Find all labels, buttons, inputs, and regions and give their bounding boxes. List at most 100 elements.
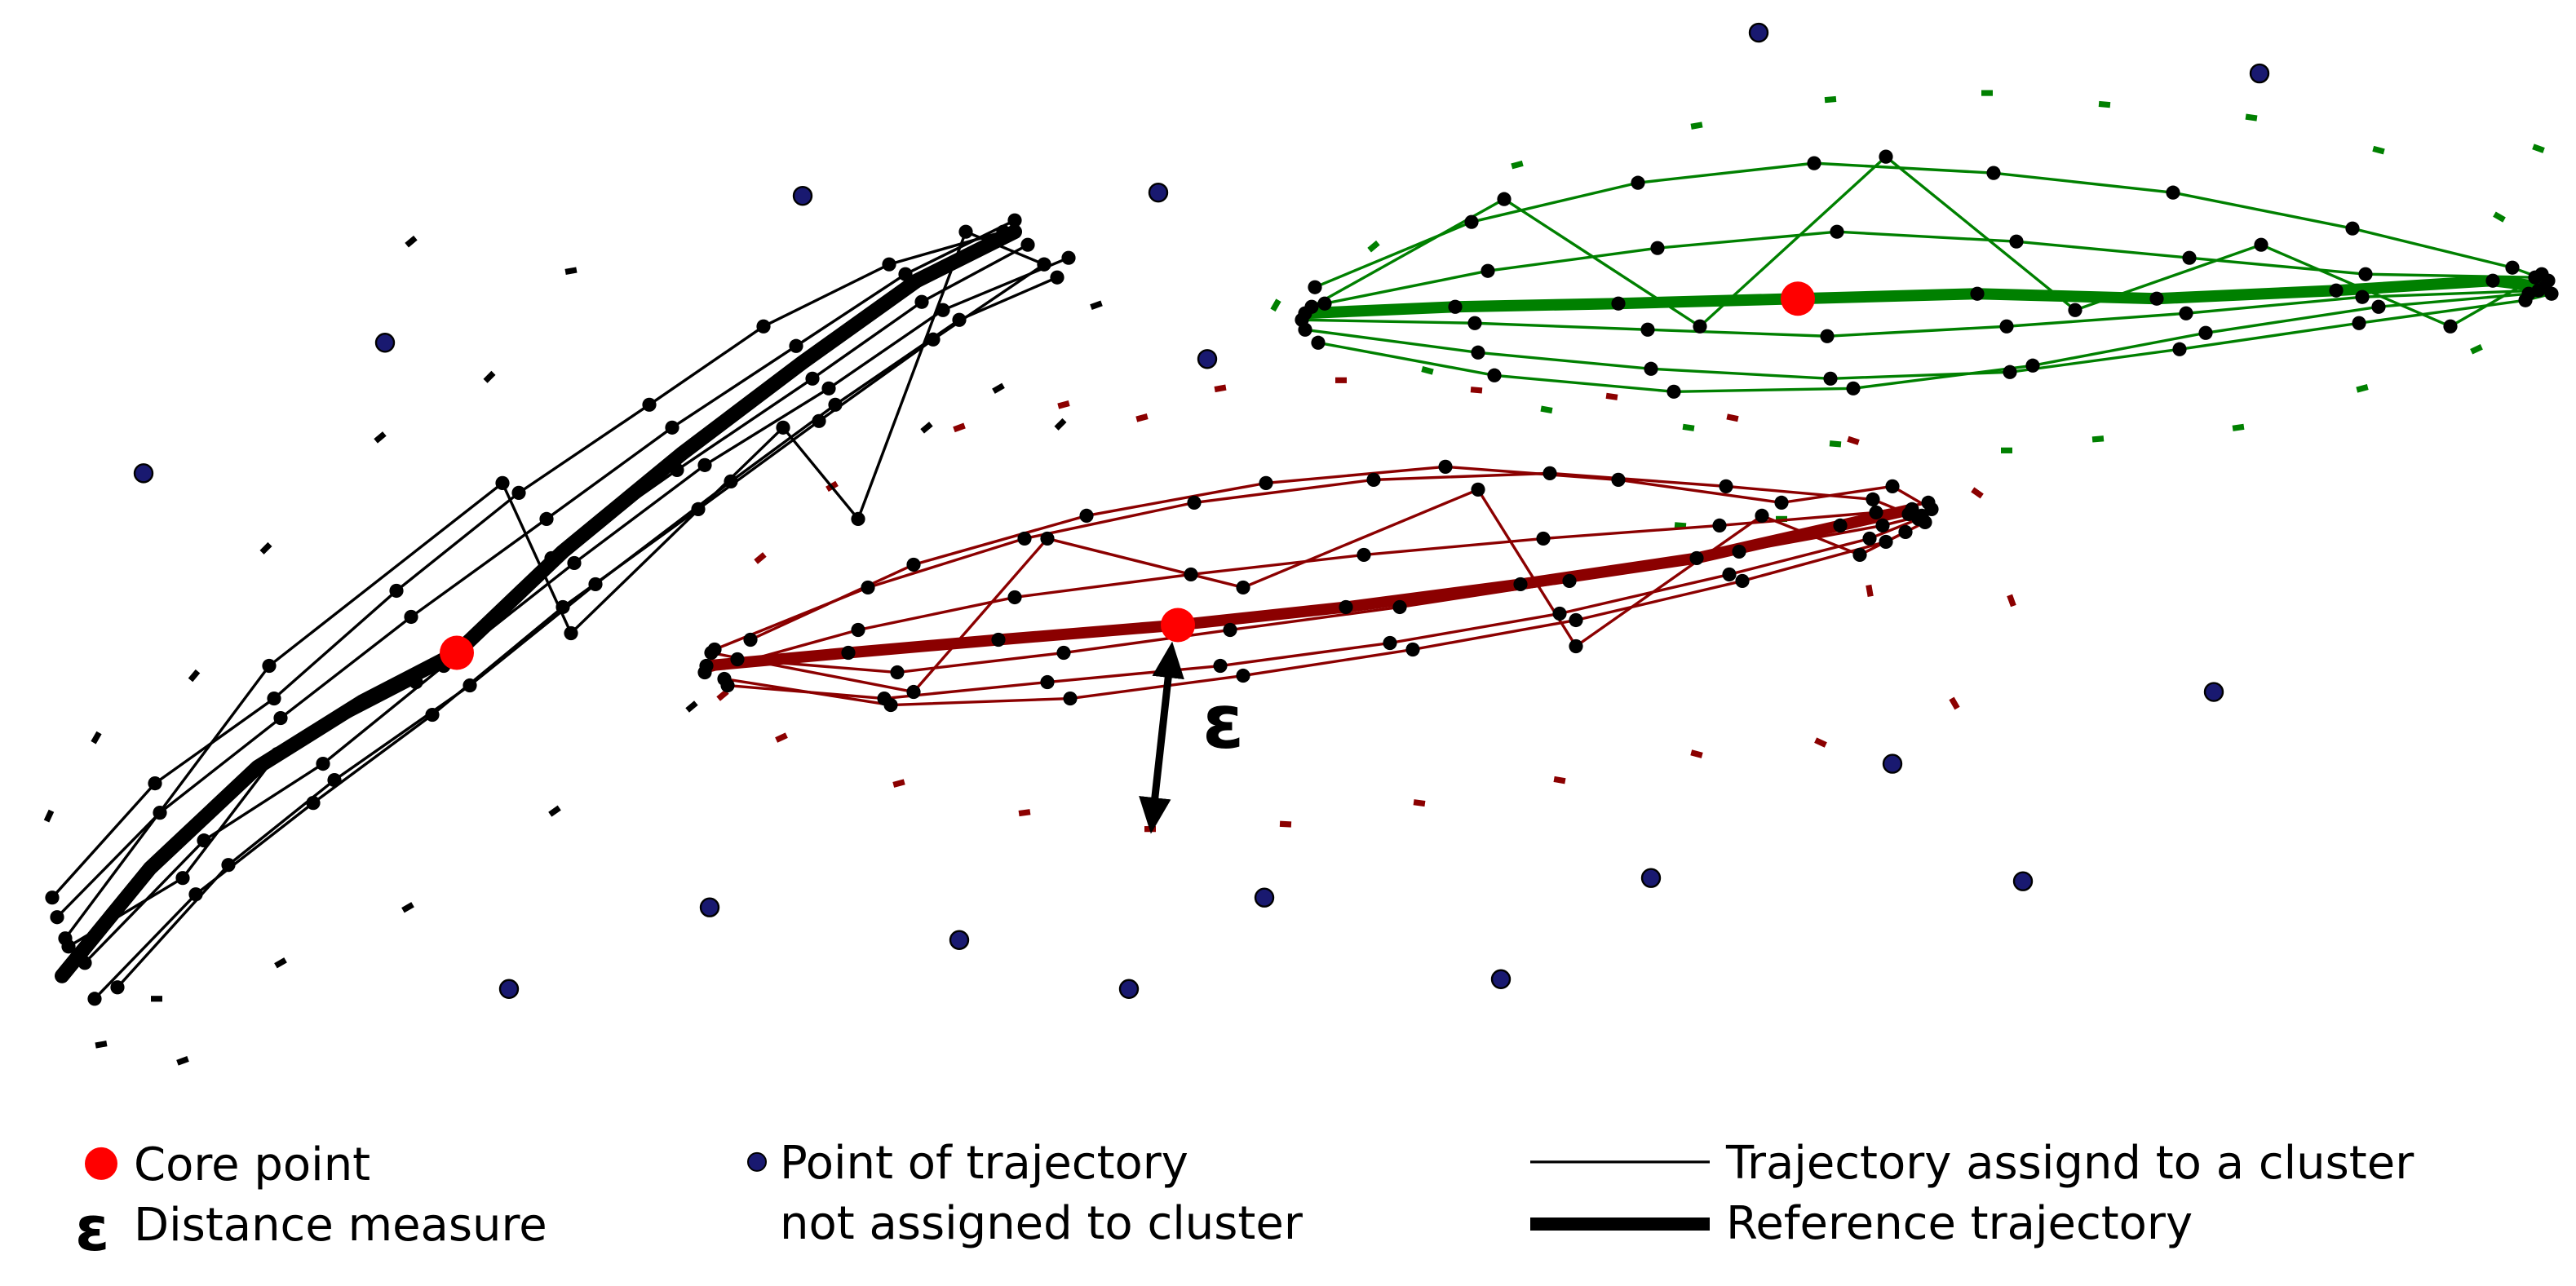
- dash-mark: [1214, 384, 1227, 393]
- trajectory-point: [2538, 280, 2552, 294]
- dash-mark: [1421, 365, 1434, 375]
- trajectory-point: [327, 773, 342, 788]
- trajectory-point: [841, 645, 856, 661]
- dash-mark: [1135, 413, 1149, 422]
- trajectory-point: [724, 474, 738, 488]
- dash-mark: [1335, 377, 1347, 383]
- trajectory-point: [1666, 384, 1681, 399]
- dash-mark: [1057, 400, 1070, 409]
- core-point-black: [440, 635, 474, 670]
- trajectory-point: [1543, 466, 1557, 480]
- trajectory-point: [221, 858, 236, 873]
- dash-mark: [1981, 90, 1993, 96]
- legend-noise-label-line2: not assigned to cluster: [780, 1197, 1303, 1250]
- trajectory-point: [2358, 267, 2373, 281]
- trajectory-point: [776, 420, 790, 435]
- trajectory-point: [1833, 518, 1848, 533]
- trajectory-point: [2179, 306, 2193, 320]
- dash-mark: [1829, 440, 1842, 448]
- dash-mark: [1971, 487, 1984, 499]
- trajectory-point: [1079, 508, 1094, 524]
- trajectory-point: [882, 257, 896, 272]
- trajectory-point: [50, 910, 64, 925]
- trajectory-point: [1007, 224, 1022, 239]
- trajectory-point: [1722, 567, 1737, 582]
- trajectory-point: [890, 665, 905, 680]
- noise-point: [1640, 868, 1662, 888]
- trajectory-point: [1464, 214, 1479, 229]
- trajectory-point: [952, 312, 967, 327]
- trajectory-point: [1862, 531, 1877, 546]
- trajectory-point: [316, 756, 330, 771]
- trajectory-point: [883, 697, 898, 713]
- trajectory-point: [1471, 482, 1485, 497]
- trajectory-line-green: [1317, 292, 2530, 394]
- noise-point: [1197, 349, 1218, 369]
- trajectory-point: [1852, 547, 1867, 563]
- trajectory-point: [1732, 544, 1746, 559]
- trajectory-point: [1007, 590, 1022, 605]
- legend-distance-measure-label: Distance measure: [134, 1199, 547, 1252]
- trajectory-point: [805, 371, 820, 386]
- trajectory-point: [1497, 192, 1512, 206]
- dash-mark: [43, 809, 55, 823]
- trajectory-point: [704, 645, 719, 661]
- trajectory-point: [1308, 280, 1322, 294]
- trajectory-point: [851, 622, 865, 638]
- trajectory-point: [1467, 316, 1482, 330]
- dash-mark: [548, 805, 561, 817]
- dash-mark: [1054, 418, 1067, 431]
- trajectory-line-dark-red: [710, 488, 1906, 694]
- trajectory-point: [143, 861, 157, 876]
- trajectory-point: [1693, 319, 1707, 334]
- dash-mark: [2098, 100, 2111, 108]
- core-point-dark-red: [1161, 608, 1195, 643]
- trajectory-point: [55, 969, 69, 983]
- trajectory-point: [544, 550, 559, 566]
- dash-mark: [2532, 144, 2545, 153]
- trajectory-point: [2003, 365, 2017, 379]
- trajectory-point: [2068, 303, 2082, 317]
- trajectory-point: [717, 671, 732, 687]
- trajectory-point: [1236, 668, 1250, 683]
- trajectory-point: [936, 303, 950, 317]
- trajectory-point: [1405, 642, 1420, 657]
- dash-mark: [1470, 387, 1483, 394]
- trajectory-line-black: [51, 230, 1004, 899]
- trajectory-point: [812, 413, 826, 428]
- trajectory-line-black: [83, 256, 1069, 964]
- trajectory-point: [2485, 273, 2500, 288]
- trajectory-point: [1063, 691, 1078, 706]
- legend: Core point ε Distance measure Point of t…: [75, 1137, 2414, 1265]
- trajectory-point: [197, 833, 211, 848]
- trajectory-point: [45, 890, 60, 905]
- dash-mark: [2232, 423, 2245, 431]
- trajectory-point: [1184, 567, 1198, 582]
- trajectory-point: [1869, 505, 1883, 520]
- trajectory-point: [306, 796, 321, 811]
- trajectory-point: [1644, 361, 1658, 376]
- trajectory-line-green: [1324, 230, 2536, 305]
- dash-mark: [405, 235, 418, 248]
- legend-reference-trajectory-label: Reference trajectory: [1726, 1197, 2193, 1250]
- trajectory-point: [1050, 270, 1064, 285]
- trajectory-point: [2443, 319, 2458, 334]
- trajectory-point: [555, 544, 570, 559]
- trajectory-point: [1448, 299, 1463, 314]
- dash-mark: [1367, 240, 1380, 253]
- noise-point: [699, 897, 720, 917]
- trajectory-point: [2521, 286, 2536, 301]
- trajectory-point: [2009, 234, 2024, 249]
- trajectory-point: [1755, 508, 1769, 524]
- legend-core-point-label: Core point: [134, 1138, 370, 1191]
- trajectory-point: [2505, 260, 2520, 275]
- dash-mark: [920, 422, 933, 434]
- trajectory-point: [539, 511, 554, 527]
- trajectory-point: [1999, 319, 2014, 334]
- noise-point: [949, 930, 970, 950]
- trajectory-point: [1487, 368, 1502, 382]
- trajectory-point: [1712, 518, 1727, 533]
- trajectory-point: [2534, 267, 2549, 281]
- dash-mark: [2007, 594, 2016, 608]
